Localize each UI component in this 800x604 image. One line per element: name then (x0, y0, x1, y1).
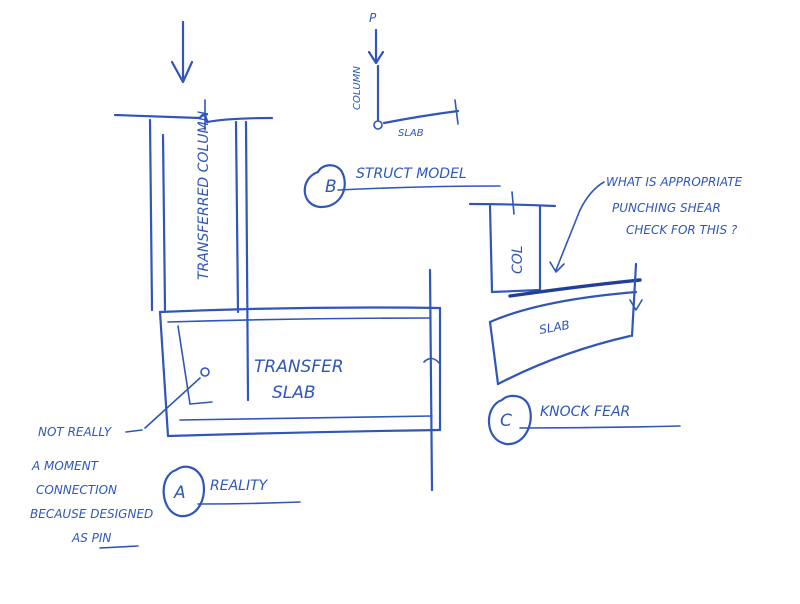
slab-c-right-edge (630, 262, 638, 338)
circle-b (303, 164, 346, 209)
section-b-marker: B STRUCT MODEL (303, 164, 501, 209)
section-b-letter: B (325, 177, 337, 197)
slab-inner-top (167, 317, 431, 323)
note-line2: CONNECTION (36, 483, 117, 497)
load-p-label: P (369, 11, 377, 25)
col-bottom-edge (490, 288, 542, 294)
slab-support-tick (454, 99, 459, 125)
slab-inner-stub (189, 401, 213, 405)
reality-sketch: TRANSFERRED COLUMN TRANSFER SLAB (113, 20, 442, 492)
slab-c-top-curve (488, 290, 638, 324)
col-left-edge (488, 204, 494, 294)
column-top-line (113, 113, 274, 124)
load-p-arrow-head (367, 50, 385, 65)
slab-c-bottom-edge (496, 334, 632, 386)
column-right-edge-inner (244, 120, 250, 402)
slab-left-edge (158, 310, 170, 438)
section-c-underline (519, 425, 681, 429)
circle-a (162, 465, 206, 518)
not-really-label: NOT REALLY (38, 425, 113, 439)
column-small-label: COLUMN (352, 66, 363, 110)
column-left-edge-outer (148, 118, 154, 312)
section-c-letter: C (500, 411, 512, 431)
not-really-pointer (144, 377, 201, 429)
section-b-title: STRUCT MODEL (356, 166, 467, 182)
question-line3: CHECK FOR THIS ? (626, 223, 738, 237)
slab-c-left-edge (488, 320, 500, 386)
col-top-tick (511, 191, 515, 215)
not-really-dash (125, 429, 143, 433)
column-load-arrow-head (170, 60, 194, 84)
column-left-edge-inner (161, 133, 167, 312)
slab-inner-left (177, 325, 191, 405)
moment-node (200, 367, 210, 377)
question-line2: PUNCHING SHEAR (612, 201, 721, 215)
support-vertical-line (428, 268, 434, 492)
section-c-title: KNOCK FEAR (540, 404, 630, 420)
section-b-underline (337, 185, 501, 191)
note-line1: A MOMENT (31, 459, 100, 473)
transfer-slab-label-line2: SLAB (272, 383, 316, 403)
slab-c-top-edge (508, 278, 642, 298)
as-pin-underline (99, 545, 139, 549)
struct-model-sketch: P COLUMN SLAB (352, 11, 460, 139)
note-line3: BECAUSE DESIGNED (30, 507, 153, 521)
pin-node (373, 120, 383, 130)
annotation-notes: NOT REALLY A MOMENT CONNECTION BECAUSE D… (30, 425, 153, 549)
section-c-marker: C KNOCK FEAR (487, 394, 681, 446)
slab-inner-bottom (179, 415, 433, 421)
slab-small-label: SLAB (398, 128, 424, 139)
slab-top-edge (158, 306, 442, 314)
slab-c-label: SLAB (538, 318, 571, 337)
column-right-edge-outer (234, 120, 240, 314)
transferred-column-label: TRANSFERRED COLUMN (196, 110, 212, 280)
section-a-underline (197, 501, 301, 505)
col-label: COL (510, 245, 526, 274)
slab-bottom-edge (166, 428, 442, 438)
section-a-marker: A REALITY (162, 465, 301, 518)
knock-fear-sketch: COL SLAB WHAT IS APPROPRIATE PUNCHING SH… (468, 175, 743, 386)
support-pin-mark (423, 357, 441, 365)
slab-line (382, 109, 460, 125)
col-top-edge (468, 202, 557, 208)
section-a-letter: A (173, 483, 186, 503)
transfer-slab-label-line1: TRANSFER (254, 357, 344, 377)
circle-c (487, 394, 532, 446)
question-pointer-head (549, 261, 565, 273)
note-line4: AS PIN (71, 531, 111, 545)
slab-c-right-arrow (629, 299, 643, 311)
question-line1: WHAT IS APPROPRIATE (606, 175, 743, 189)
question-pointer (555, 181, 605, 271)
section-a-title: REALITY (210, 478, 269, 494)
